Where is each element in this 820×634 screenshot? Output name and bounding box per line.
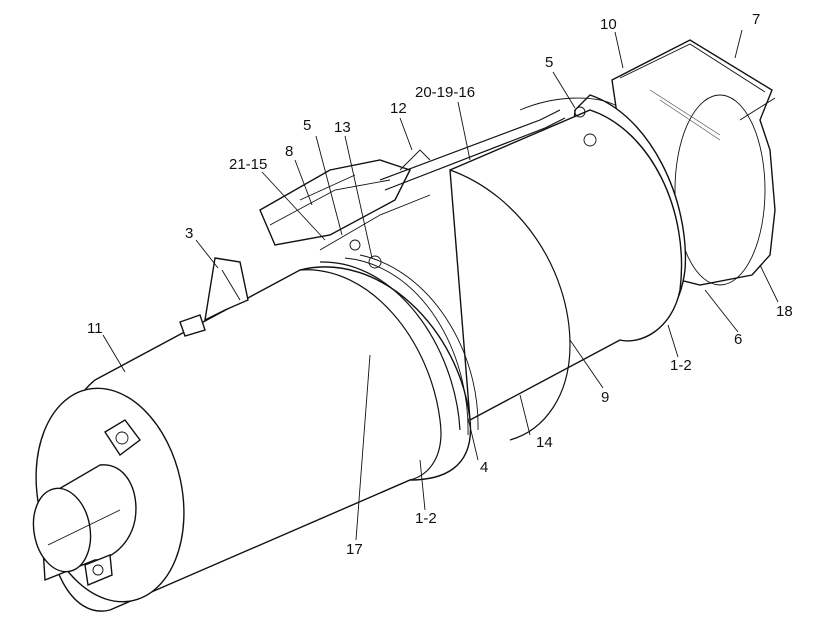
bracket-3 (179, 257, 249, 337)
callout-14: 14 (536, 434, 553, 451)
callout-17: 17 (346, 541, 363, 558)
callout-18: 18 (776, 303, 793, 320)
callout-3: 3 (185, 225, 194, 242)
callout-10: 10 (600, 16, 617, 33)
callout-6: 6 (734, 331, 743, 348)
heat-shield-8 (259, 159, 411, 246)
callout-9: 9 (601, 389, 610, 406)
callout-1-2: 1-2 (670, 357, 692, 374)
callout-4: 4 (480, 459, 489, 476)
callout-5: 5 (545, 54, 554, 71)
leader-lines (102, 29, 779, 541)
callout-1-2: 1-2 (415, 510, 437, 527)
callout-12: 12 (390, 100, 407, 117)
callout-21-15: 21-15 (229, 156, 268, 173)
pipe-bracket (319, 106, 597, 269)
middle-shell (449, 97, 683, 441)
mounting-tabs (84, 419, 141, 586)
callout-8: 8 (285, 143, 294, 160)
callout-11: 11 (87, 320, 103, 337)
callout-5: 5 (303, 117, 312, 134)
callout-7: 7 (752, 11, 761, 28)
callout-20-19-16: 20-19-16 (415, 84, 476, 101)
callout-13: 13 (334, 119, 351, 136)
